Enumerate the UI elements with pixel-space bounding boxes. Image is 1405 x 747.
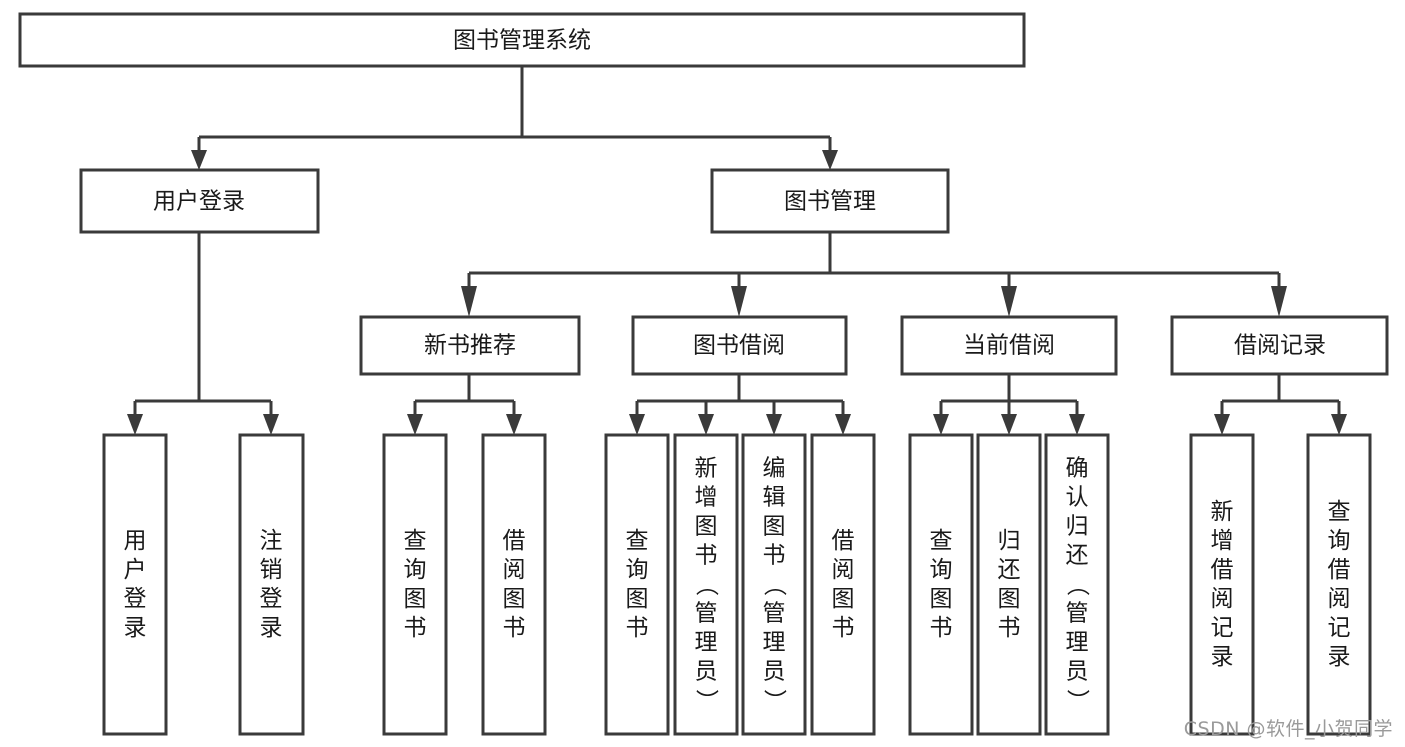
connector-layer	[127, 66, 1347, 435]
node-leaf-query-record[interactable]: 查询借阅记录	[1306, 433, 1372, 736]
vertical-char: ）	[693, 689, 719, 712]
node-user-login[interactable]: 用户登录	[79, 168, 320, 234]
node-leaf-add-book-label: 新增图书管理员	[695, 456, 718, 685]
node-leaf-query-book-3-label: 查询图书	[930, 528, 953, 641]
vertical-char: （	[1064, 573, 1090, 596]
node-book-manage[interactable]: 图书管理	[710, 168, 950, 234]
node-leaf-logout[interactable]: 注销登录	[238, 433, 305, 736]
node-leaf-edit-book-label: 编辑图书管理员	[763, 456, 786, 685]
node-root-system-label: 图书管理系统	[453, 28, 591, 54]
arrow-to-book-borrow	[731, 286, 747, 317]
arrow-to-leaf-edit-book	[766, 414, 782, 435]
node-leaf-user-login-label: 用户登录	[124, 528, 147, 641]
node-book-manage-label: 图书管理	[784, 189, 876, 215]
node-leaf-query-book-3-box[interactable]	[908, 433, 974, 736]
arrow-to-borrow-record	[1271, 286, 1287, 317]
node-borrow-record[interactable]: 借阅记录	[1170, 315, 1389, 376]
node-leaf-add-book[interactable]: 新增图书管理员 （ ）	[673, 433, 739, 736]
node-leaf-borrow-book-1[interactable]: 借阅图书	[481, 433, 547, 736]
arrow-to-leaf-query-book-1	[407, 414, 423, 435]
node-new-book-recommend-box[interactable]	[359, 315, 581, 376]
node-leaf-query-book-1-label: 查询图书	[404, 528, 427, 641]
vertical-char: （	[761, 573, 787, 596]
node-leaf-query-record-box[interactable]	[1306, 433, 1372, 736]
node-leaf-confirm-return[interactable]: 确认归还管理员 （ ）	[1044, 433, 1110, 736]
node-leaf-logout-box[interactable]	[238, 433, 305, 736]
node-leaf-return-book-label: 归还图书	[998, 528, 1021, 641]
node-leaf-query-record-label: 查询借阅记录	[1328, 499, 1351, 670]
vertical-char: ）	[1064, 689, 1090, 712]
arrow-to-user-login	[191, 150, 207, 170]
node-leaf-query-book-1[interactable]: 查询图书	[382, 433, 448, 736]
vertical-char: （	[693, 573, 719, 596]
arrow-to-leaf-add-record	[1214, 414, 1230, 435]
node-current-borrow-label: 当前借阅	[963, 333, 1055, 359]
node-leaf-user-login[interactable]: 用户登录	[102, 433, 168, 736]
node-leaf-query-book-3[interactable]: 查询图书	[908, 433, 974, 736]
node-current-borrow[interactable]: 当前借阅	[900, 315, 1118, 376]
node-user-login-box[interactable]	[79, 168, 320, 234]
node-book-borrow-label: 图书借阅	[693, 333, 785, 359]
node-leaf-add-record[interactable]: 新增借阅记录	[1189, 433, 1255, 736]
arrow-to-leaf-logout	[263, 414, 279, 435]
node-leaf-borrow-book-1-label: 借阅图书	[503, 528, 526, 641]
arrow-to-leaf-query-record	[1331, 414, 1347, 435]
node-leaf-borrow-book-2-label: 借阅图书	[832, 528, 855, 641]
node-root-system[interactable]: 图书管理系统	[18, 12, 1026, 68]
arrow-to-leaf-borrow-book-2	[835, 414, 851, 435]
node-root-system-box[interactable]	[18, 12, 1026, 68]
node-leaf-borrow-book-2-box[interactable]	[810, 433, 876, 736]
node-leaf-logout-label: 注销登录	[260, 528, 283, 641]
node-book-borrow[interactable]: 图书借阅	[631, 315, 848, 376]
arrow-to-leaf-query-book-2	[629, 414, 645, 435]
node-leaf-query-book-2-box[interactable]	[604, 433, 670, 736]
arrow-to-leaf-add-book	[698, 414, 714, 435]
arrow-to-leaf-borrow-book-1	[506, 414, 522, 435]
node-leaf-add-record-box[interactable]	[1189, 433, 1255, 736]
arrow-to-leaf-user-login	[127, 414, 143, 435]
node-leaf-borrow-book-2[interactable]: 借阅图书	[810, 433, 876, 736]
node-leaf-return-book-box[interactable]	[976, 433, 1042, 736]
node-borrow-record-label: 借阅记录	[1234, 333, 1326, 359]
node-leaf-borrow-book-1-box[interactable]	[481, 433, 547, 736]
node-leaf-return-book[interactable]: 归还图书	[976, 433, 1042, 736]
node-borrow-record-box[interactable]	[1170, 315, 1389, 376]
arrow-to-current-borrow	[1001, 286, 1017, 317]
arrow-to-book-manage	[822, 150, 838, 170]
arrow-to-leaf-query-book-3	[933, 414, 949, 435]
node-leaf-query-book-1-box[interactable]	[382, 433, 448, 736]
leaf-node-layer: 用户登录 注销登录 查询图书 借阅图书 查询图书 新增图书管理员 （ ）	[102, 433, 1372, 736]
node-leaf-confirm-return-box[interactable]	[1044, 433, 1110, 736]
arrow-to-leaf-return-book	[1001, 414, 1017, 435]
node-current-borrow-box[interactable]	[900, 315, 1118, 376]
node-leaf-query-book-2[interactable]: 查询图书	[604, 433, 670, 736]
node-new-book-recommend[interactable]: 新书推荐	[359, 315, 581, 376]
arrow-to-new-book-recommend	[461, 286, 477, 317]
node-leaf-add-record-label: 新增借阅记录	[1211, 499, 1234, 670]
node-leaf-confirm-return-label: 确认归还管理员	[1066, 456, 1089, 685]
node-user-login-label: 用户登录	[153, 189, 245, 215]
node-leaf-edit-book[interactable]: 编辑图书管理员 （ ）	[741, 433, 807, 736]
node-leaf-user-login-box[interactable]	[102, 433, 168, 736]
arrow-to-leaf-confirm-return	[1069, 414, 1085, 435]
vertical-char: ）	[761, 689, 787, 712]
node-new-book-recommend-label: 新书推荐	[424, 333, 516, 359]
node-book-borrow-box[interactable]	[631, 315, 848, 376]
node-book-manage-box[interactable]	[710, 168, 950, 234]
node-leaf-edit-book-box[interactable]	[741, 433, 807, 736]
node-leaf-add-book-box[interactable]	[673, 433, 739, 736]
node-leaf-query-book-2-label: 查询图书	[626, 528, 649, 641]
